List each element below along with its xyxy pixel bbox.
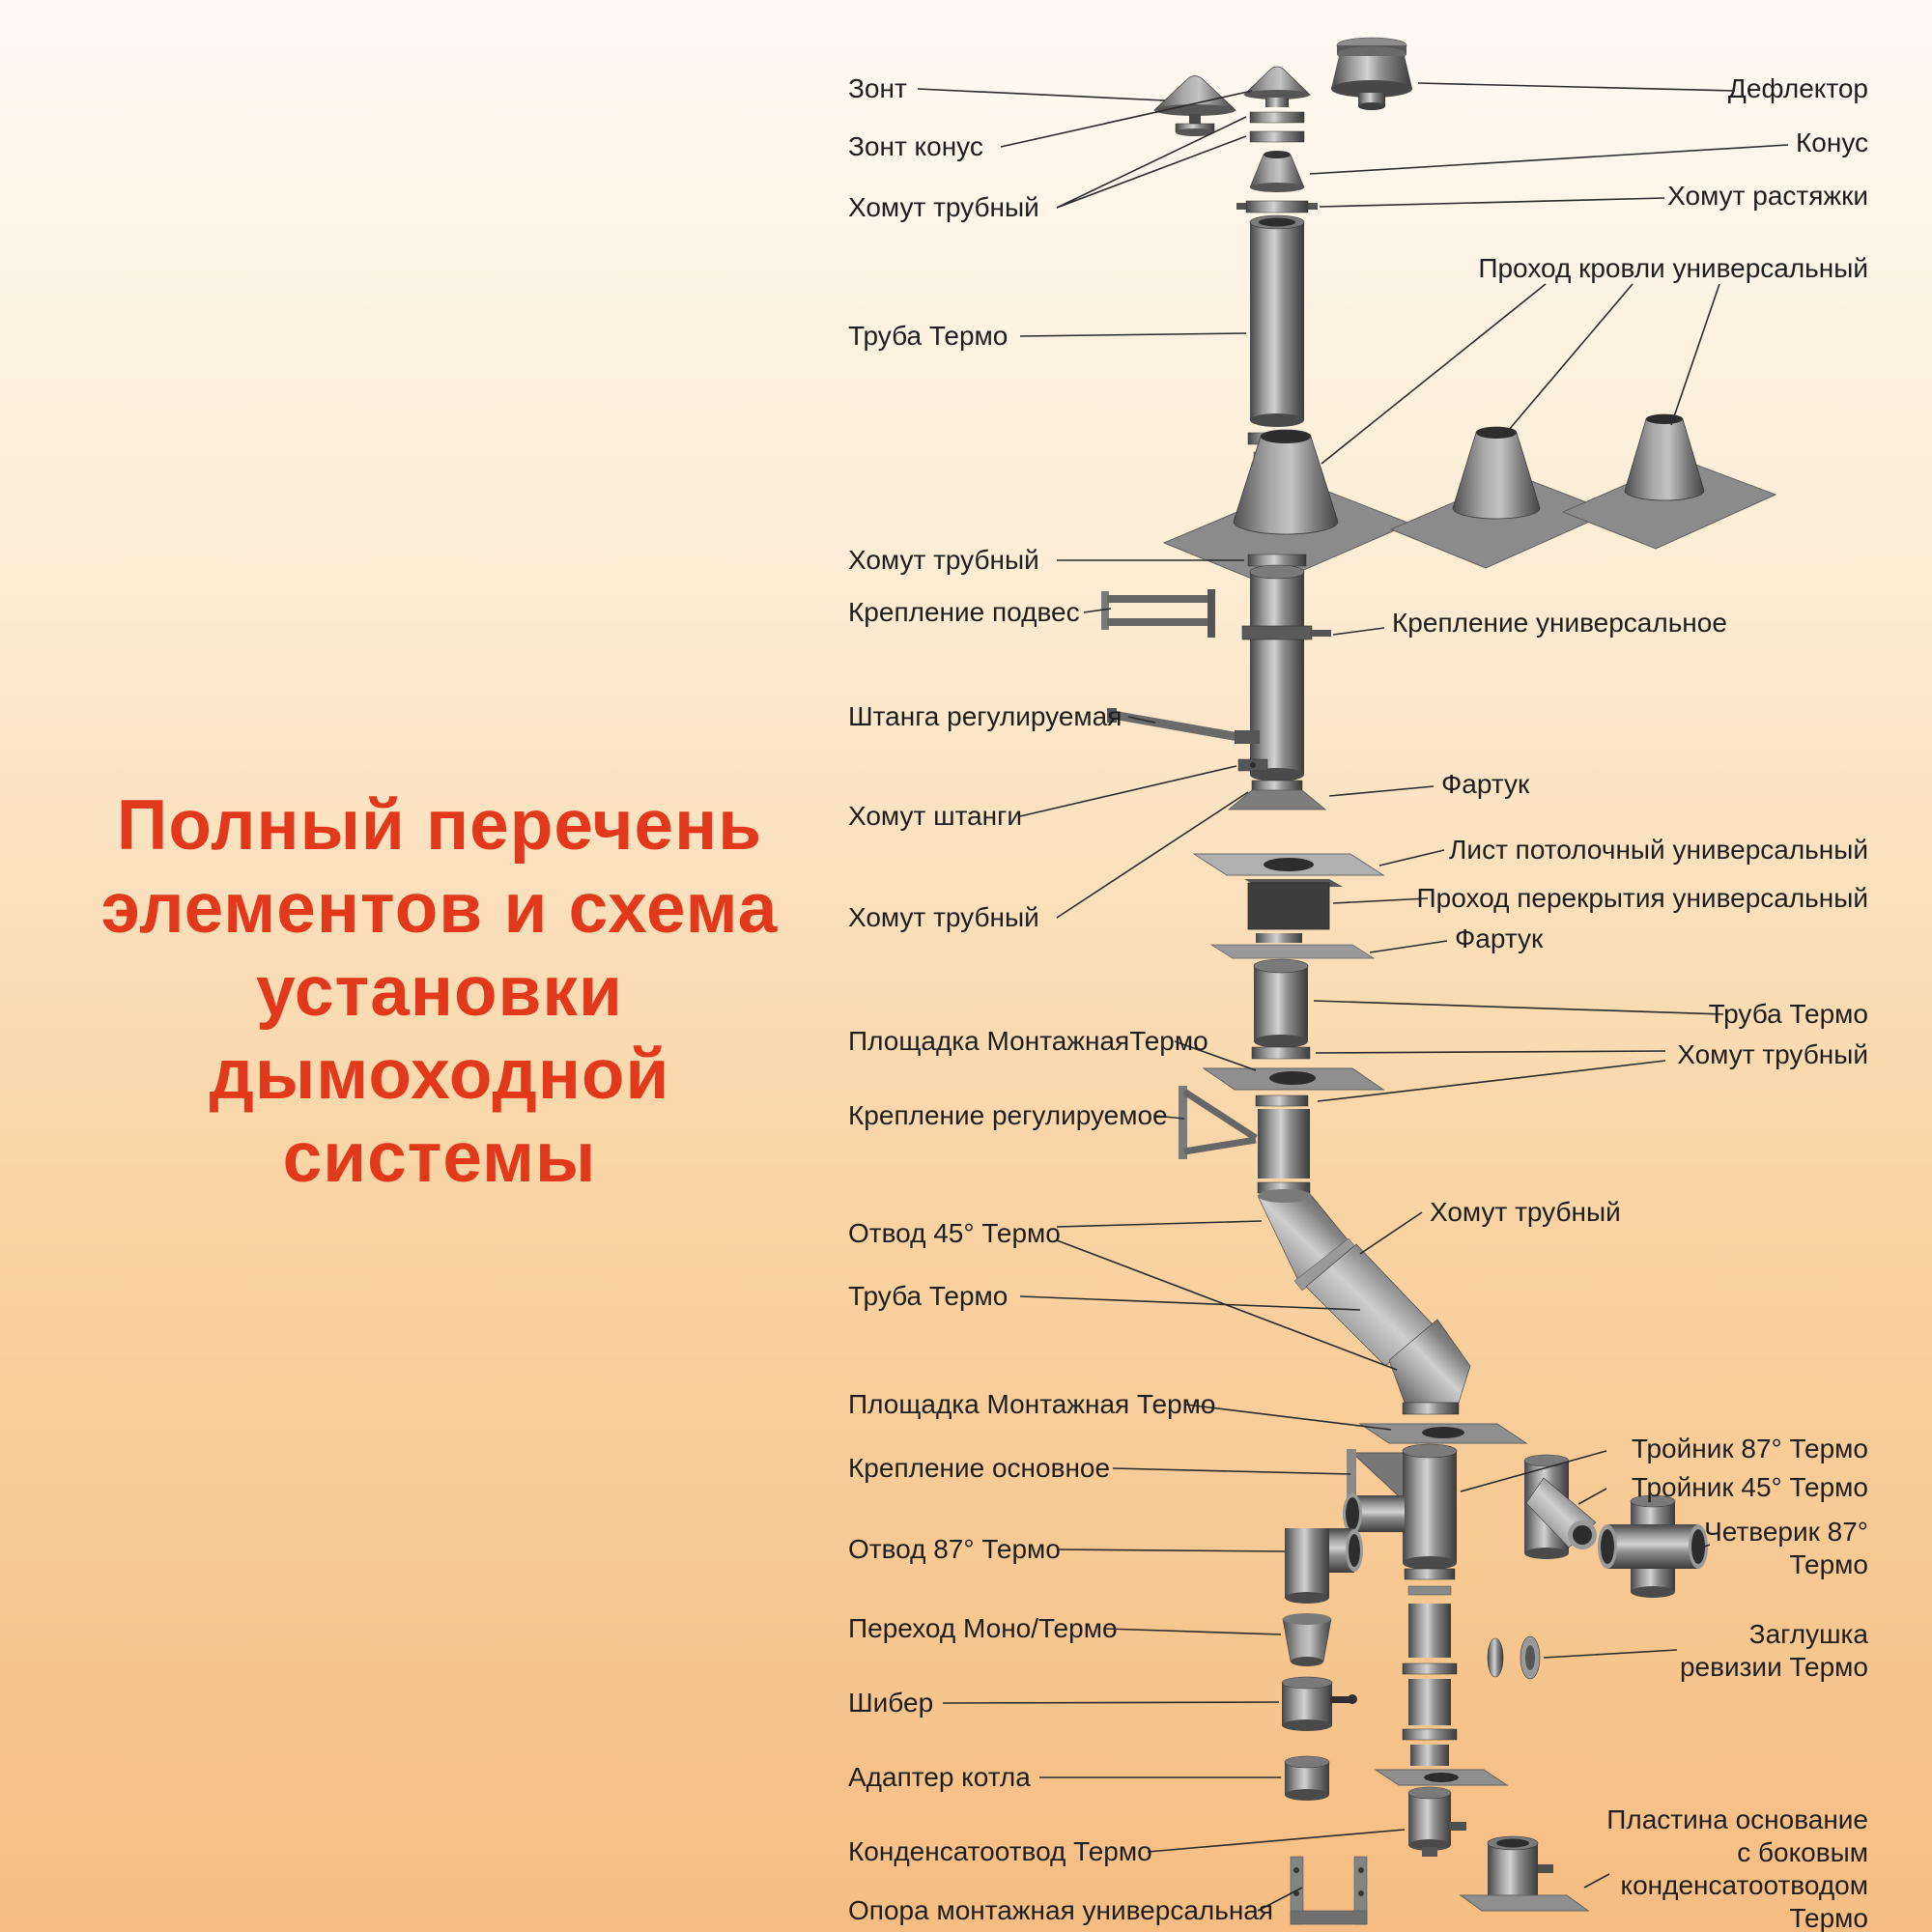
label-chetverik-87: Четверик 87° Термо xyxy=(1704,1517,1868,1579)
label-shtanga-reguliruemaya: Штанга регулируемая xyxy=(848,701,1122,731)
label-homut-rastyazhki: Хомут растяжки xyxy=(1667,181,1868,211)
part-ploshchadka-montazhnaya-1 xyxy=(1202,1067,1385,1091)
part-zont xyxy=(1152,75,1237,136)
part-kondensatootvod xyxy=(1407,1786,1466,1857)
part-homut-trubny-top xyxy=(1249,111,1305,143)
part-otvod-45-bottom xyxy=(1388,1319,1471,1415)
label-kondensatootvod: Конденсатоотвод Термо xyxy=(848,1836,1152,1866)
leader-lines xyxy=(917,82,1789,1912)
part-zont-konus xyxy=(1243,66,1311,107)
label-prokhod-krovli: Проход кровли универсальный xyxy=(1478,253,1868,283)
part-prokhod-krovli-2 xyxy=(1389,426,1613,569)
label-truba-termo-right: Труба Термо xyxy=(1708,999,1868,1029)
part-homut-rastyazhki xyxy=(1236,200,1318,213)
part-troinik-87 xyxy=(1343,1443,1458,1570)
label-adapter-kotla: Адаптер котла xyxy=(848,1762,1031,1792)
part-plastina-osnovanie xyxy=(1459,1835,1590,1912)
part-truba-termo-2 xyxy=(1249,564,1305,781)
part-kreplenie-podves xyxy=(1101,589,1215,638)
label-zaglushka-revizii: Заглушка ревизии Термо xyxy=(1679,1619,1868,1682)
part-shtanga-reguliruemaya xyxy=(1107,708,1260,744)
part-zaglushka-revizii xyxy=(1487,1635,1541,1680)
label-plastina-osnovanie: Пластина основание с боковым конденсатоо… xyxy=(1606,1804,1868,1932)
part-list-potolochny xyxy=(1192,853,1385,876)
part-ploshchadka-montazhnaya-2 xyxy=(1358,1423,1528,1444)
part-chetverik-87 xyxy=(1598,1494,1708,1598)
label-troinik-45: Тройник 45° Термо xyxy=(1631,1472,1868,1502)
label-homut-shtangi: Хомут штанги xyxy=(848,801,1022,831)
label-zont: Зонт xyxy=(848,73,907,103)
part-truba-short xyxy=(1255,1094,1311,1194)
part-otvod-45-top xyxy=(1257,1189,1357,1292)
part-deflektor xyxy=(1331,37,1412,110)
label-ploshchadka-montazhnaya-1: Площадка МонтажнаяТермо xyxy=(848,1026,1208,1056)
label-perekhod-mono-termo: Переход Моно/Термо xyxy=(848,1613,1118,1643)
label-zont-konus: Зонт конус xyxy=(848,131,983,161)
part-fartuk-1 xyxy=(1227,780,1327,810)
part-truba-termo-1 xyxy=(1247,214,1307,462)
label-otvod-45: Отвод 45° Термо xyxy=(848,1218,1061,1248)
label-homut-trubny-1: Хомут трубный xyxy=(848,192,1039,222)
part-lower-column xyxy=(1374,1568,1509,1786)
label-fartuk-2: Фартук xyxy=(1455,923,1544,953)
label-homut-trubny-2: Хомут трубный xyxy=(848,545,1039,575)
label-deflektor: Дефлектор xyxy=(1727,73,1868,103)
label-truba-termo-1: Труба Термо xyxy=(848,321,1009,351)
part-prokhod-krovli-3 xyxy=(1561,413,1777,550)
label-shiber: Шибер xyxy=(848,1688,934,1718)
part-homut-shtangi xyxy=(1237,758,1268,772)
label-kreplenie-podves: Крепление подвес xyxy=(848,597,1080,627)
part-perekhod-mono-termo xyxy=(1282,1613,1332,1666)
part-opora-montazhnaya xyxy=(1290,1856,1368,1925)
label-truba-termo-2: Труба Термо xyxy=(848,1281,1009,1311)
part-homut-trubny-2 xyxy=(1247,554,1307,567)
part-konus xyxy=(1249,151,1305,192)
label-troinik-87: Тройник 87° Термо xyxy=(1631,1434,1868,1463)
part-truba-termo-3 xyxy=(1251,958,1311,1060)
label-homut-trubny-3: Хомут трубный xyxy=(848,902,1039,932)
part-prokhod-perekrytiya xyxy=(1244,879,1343,930)
label-list-potolochny: Лист потолочный универсальный xyxy=(1449,835,1868,865)
part-otvod-87 xyxy=(1285,1528,1363,1604)
label-ploshchadka-montazhnaya-2: Площадка Монтажная Термо xyxy=(848,1389,1216,1419)
part-fartuk-2 xyxy=(1209,933,1376,959)
part-shiber xyxy=(1281,1676,1357,1731)
label-kreplenie-osnovnoe: Крепление основное xyxy=(848,1453,1111,1483)
label-prokhod-perekrytiya: Проход перекрытия универсальный xyxy=(1416,883,1868,913)
label-homut-trubny-right-1: Хомут трубный xyxy=(1677,1039,1868,1069)
part-kreplenie-reguliruemoe xyxy=(1179,1086,1258,1159)
label-homut-trubny-right-2: Хомут трубный xyxy=(1430,1197,1621,1227)
label-opora-montazhnaya: Опора монтажная универсальная xyxy=(848,1895,1274,1925)
label-kreplenie-reguliruemoe: Крепление регулируемое xyxy=(848,1100,1168,1130)
label-fartuk-1: Фартук xyxy=(1441,769,1530,799)
label-konus: Конус xyxy=(1795,128,1868,157)
part-troinik-45 xyxy=(1523,1454,1597,1559)
page-title: Полный перечень элементов и схема устано… xyxy=(100,786,779,1197)
label-otvod-87: Отвод 87° Термо xyxy=(848,1534,1061,1564)
label-kreplenie-universalnoe: Крепление универсальное xyxy=(1392,608,1727,638)
part-adapter-kotla xyxy=(1284,1755,1330,1801)
part-kreplenie-universalnoe xyxy=(1241,625,1331,640)
